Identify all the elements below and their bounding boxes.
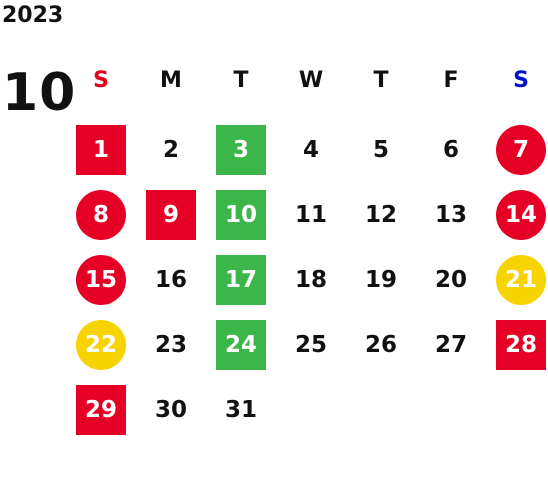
day-cell[interactable]: 20	[434, 267, 467, 293]
day-cell[interactable]: 24	[216, 320, 266, 370]
day-cell[interactable]: 28	[496, 320, 546, 370]
year-label: 2023	[2, 3, 64, 28]
weekday-label: F	[443, 68, 459, 93]
weekday-label: W	[298, 68, 324, 93]
day-cell[interactable]: 19	[364, 267, 397, 293]
day-cell[interactable]: 14	[496, 190, 546, 240]
day-cell[interactable]: 21	[496, 255, 546, 305]
day-cell[interactable]: 29	[76, 385, 126, 435]
day-cell[interactable]: 11	[294, 202, 327, 228]
day-cell[interactable]: 18	[294, 267, 327, 293]
day-cell[interactable]: 12	[364, 202, 397, 228]
day-cell[interactable]: 3	[216, 125, 266, 175]
day-cell[interactable]: 6	[442, 137, 459, 163]
day-cell[interactable]: 22	[76, 320, 126, 370]
weekday-label: S	[513, 68, 529, 93]
weekday-label: T	[233, 68, 249, 93]
day-cell[interactable]: 27	[434, 332, 467, 358]
day-cell[interactable]: 26	[364, 332, 397, 358]
day-cell[interactable]: 31	[224, 397, 257, 423]
day-cell[interactable]: 13	[434, 202, 467, 228]
day-cell[interactable]: 23	[154, 332, 187, 358]
day-cell[interactable]: 7	[496, 125, 546, 175]
month-label: 10	[2, 63, 77, 123]
day-cell[interactable]: 8	[76, 190, 126, 240]
day-cell[interactable]: 17	[216, 255, 266, 305]
day-cell[interactable]: 5	[372, 137, 389, 163]
day-cell[interactable]: 25	[294, 332, 327, 358]
day-cell[interactable]: 4	[302, 137, 319, 163]
day-cell[interactable]: 1	[76, 125, 126, 175]
day-cell[interactable]: 9	[146, 190, 196, 240]
day-cell[interactable]: 30	[154, 397, 187, 423]
day-cell[interactable]: 10	[216, 190, 266, 240]
day-cell[interactable]: 16	[154, 267, 187, 293]
day-cell[interactable]: 2	[162, 137, 179, 163]
day-cell[interactable]: 15	[76, 255, 126, 305]
weekday-label: S	[93, 68, 109, 93]
weekday-label: T	[373, 68, 389, 93]
weekday-label: M	[160, 68, 182, 93]
